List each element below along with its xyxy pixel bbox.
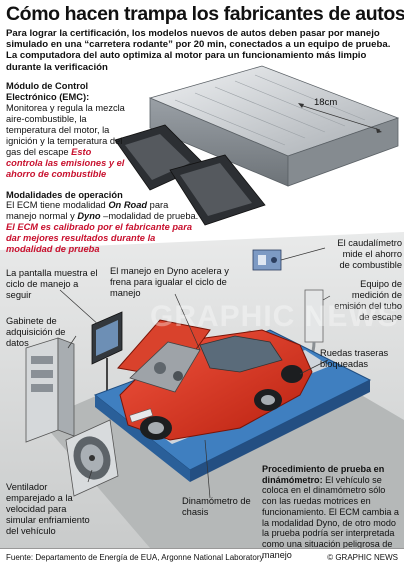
modes-heading: Modalidades de operación xyxy=(6,190,123,200)
procedure-box: Procedimiento de prueba en dinámómetro: … xyxy=(262,464,402,560)
ecm-unit xyxy=(114,65,400,226)
cooling-fan xyxy=(65,419,119,497)
label-dyno-drive: El manejo en Dyno acelera y frena para i… xyxy=(110,266,229,298)
label-emissions-equipment: Equipo de medición de emisión del tubo d… xyxy=(334,279,402,322)
flowmeter-device xyxy=(252,247,326,271)
emc-heading: Módulo de Control Electrónico (EMC): xyxy=(6,81,90,102)
label-screen: La pantalla muestra el ciclo de manejo a… xyxy=(6,268,98,300)
driving-cycle-screen xyxy=(59,289,123,395)
label-dynamometer: Dinamómetro de chasis xyxy=(182,496,251,517)
procedure-body: El vehículo se coloca en el dinamómetro … xyxy=(262,474,399,560)
credit-note: © GRAPHIC NEWS xyxy=(327,553,398,562)
test-car xyxy=(117,319,313,441)
label-fan: Ventilador emparejado a la velocidad par… xyxy=(6,482,90,536)
watermark: GRAPHIC NEWS xyxy=(150,300,399,333)
label-flowmeter: El caudalímetro mide el ahorro de combus… xyxy=(337,238,402,270)
emc-emphasis: Esto controla las emisiones y el ahorro … xyxy=(6,147,125,179)
ecm-connector-right xyxy=(169,154,266,226)
modes-description: El ECM tiene modalidad On Road para mane… xyxy=(6,200,199,254)
label-data-cabinet: Gabinete de adquisición de datos xyxy=(6,316,66,348)
leader-lines xyxy=(67,293,329,499)
source-note: Fuente: Departamento de Energía de EUA, … xyxy=(6,553,264,562)
footer-divider xyxy=(0,548,404,549)
modes-emphasis: El ECM es calibrado por el fabricante pa… xyxy=(6,222,192,254)
ecm-dimension-label: 18cm xyxy=(314,97,338,108)
label-locked-rear-wheels: Ruedas traseras bloqueadas xyxy=(320,348,389,369)
page-title: Cómo hacen trampa los fabricantes de aut… xyxy=(6,3,404,25)
emc-description: Monitorea y regula la mezcla aire-combus… xyxy=(6,103,125,179)
data-acquisition-cabinet xyxy=(25,337,75,443)
procedure-heading: Procedimiento de prueba en dinámómetro: xyxy=(262,464,385,485)
intro-text: Para lograr la certificación, los modelo… xyxy=(6,28,391,73)
